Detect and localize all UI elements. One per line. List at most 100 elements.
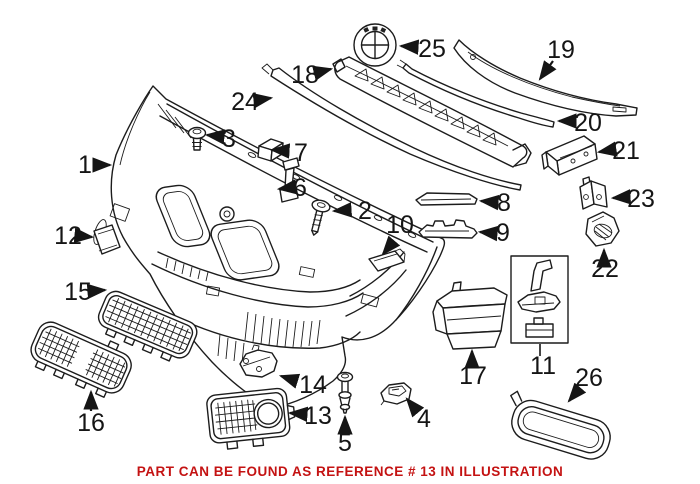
- callout-14-label: 14: [299, 371, 327, 399]
- callout-26: 26: [567, 364, 603, 403]
- callout-3: 3: [204, 125, 236, 153]
- callout-9-arrow: [477, 225, 499, 242]
- callout-16: 16: [77, 389, 105, 437]
- callout-18-label: 18: [291, 61, 319, 89]
- reference-note: PART CAN BE FOUND AS REFERENCE # 13 IN I…: [137, 464, 564, 479]
- grille-15-mesh: [105, 298, 191, 352]
- callout-11-label: 11: [530, 352, 556, 380]
- callout-4: 4: [405, 397, 431, 433]
- part-22-corner-cap-drawing: [585, 211, 620, 247]
- callout-14: 14: [278, 371, 327, 399]
- callout-3-label: 3: [222, 125, 236, 153]
- part-17-side-bracket-drawing: [432, 281, 508, 350]
- part-4-clip-drawing: [380, 382, 412, 406]
- callout-9: 9: [477, 219, 510, 247]
- grille-16-mesh: [38, 328, 126, 387]
- part-11-hardware-kit-drawing: [510, 255, 569, 344]
- part-20-trim-strip-drawing: [396, 59, 555, 128]
- callout-7-label: 7: [294, 139, 308, 167]
- intake-hatching: [165, 257, 321, 364]
- callout-15-arrow: [86, 283, 108, 300]
- part-21-crash-box-drawing: [541, 135, 598, 176]
- callout-26-arrow: [567, 382, 587, 403]
- callout-25: 25: [398, 35, 446, 63]
- part-3-rivet-drawing: [187, 126, 207, 151]
- callout-18: 18: [291, 61, 334, 89]
- callout-13-label: 13: [304, 402, 332, 430]
- callout-10-arrow: [381, 235, 401, 256]
- callout-15-label: 15: [64, 278, 92, 306]
- callout-20-label: 20: [574, 109, 602, 137]
- callout-10-label: 10: [386, 211, 414, 239]
- callout-18-arrow: [312, 65, 334, 81]
- callout-25-label: 25: [418, 35, 446, 63]
- callout-4-arrow: [405, 397, 425, 418]
- callout-16-label: 16: [77, 409, 105, 437]
- callout-19-label: 19: [547, 36, 575, 64]
- callout-23-arrow: [610, 189, 632, 205]
- callout-21: 21: [596, 137, 640, 165]
- part-13-fog-grille-drawing: [206, 387, 296, 450]
- bmw-roundel-icon: [353, 23, 397, 67]
- part-18-impact-absorber-drawing: [332, 56, 532, 168]
- callout-20: 20: [556, 109, 602, 137]
- callout-23-label: 23: [627, 185, 655, 213]
- callout-17: 17: [459, 348, 487, 390]
- part-8-molding-drawing: [415, 192, 478, 206]
- callout-6-label: 6: [293, 174, 307, 202]
- part-24-lower-strip-drawing: [261, 63, 522, 191]
- callout-14-arrow: [278, 373, 301, 389]
- part-23-mount-bracket-drawing: [579, 176, 608, 210]
- callout-21-label: 21: [612, 137, 640, 165]
- part-19-support-arm-drawing: [453, 39, 638, 117]
- part-5-expansion-rivet-drawing: [336, 371, 354, 414]
- callout-3-arrow: [204, 129, 226, 145]
- callouts: 1 2 3 4 5 6 7 8: [54, 35, 655, 457]
- callout-9-label: 9: [496, 219, 510, 247]
- callout-26-label: 26: [575, 364, 603, 392]
- callout-22: 22: [591, 247, 619, 283]
- callout-17-label: 17: [459, 362, 487, 390]
- callout-23: 23: [610, 185, 655, 213]
- callout-24-arrow: [252, 93, 274, 109]
- part-2-screw-drawing: [311, 199, 331, 236]
- absorber-lattice: [354, 68, 497, 146]
- callout-12-label: 12: [54, 222, 82, 250]
- part-16-lower-grille-drawing: [30, 321, 132, 398]
- grille-13-mesh: [215, 399, 258, 435]
- callout-1: 1: [78, 151, 113, 179]
- part-15-center-grille-drawing: [97, 290, 198, 362]
- callout-7-arrow: [269, 143, 291, 159]
- callout-2-label: 2: [358, 197, 372, 225]
- callout-2: 2: [331, 197, 372, 225]
- callout-24-label: 24: [231, 88, 259, 116]
- callout-1-label: 1: [78, 151, 92, 179]
- callout-22-label: 22: [591, 255, 619, 283]
- callout-19: 19: [538, 36, 575, 81]
- callout-12-arrow: [73, 227, 95, 244]
- callout-8-label: 8: [497, 189, 511, 217]
- callout-12: 12: [54, 222, 95, 250]
- callout-2-arrow: [331, 202, 353, 218]
- callout-4-label: 4: [417, 405, 431, 433]
- callout-6: 6: [276, 174, 307, 202]
- callout-13-arrow: [287, 406, 309, 423]
- callout-7: 7: [269, 139, 308, 167]
- callout-19-arrow: [538, 60, 557, 81]
- part-26-duct-bezel-drawing: [510, 390, 611, 460]
- part-9-clip-strip-drawing: [418, 219, 478, 239]
- callout-5-label: 5: [338, 429, 352, 457]
- callout-8: 8: [478, 189, 511, 217]
- callout-11: 11: [530, 344, 556, 380]
- part-14-fog-bracket-drawing: [239, 344, 278, 378]
- callout-10: 10: [381, 211, 414, 256]
- callout-15: 15: [64, 278, 108, 306]
- callout-24: 24: [231, 88, 274, 116]
- callout-25-arrow: [398, 39, 420, 55]
- callout-5: 5: [337, 414, 353, 457]
- callout-8-arrow: [478, 194, 500, 211]
- callout-21-arrow: [596, 141, 618, 157]
- part-12-tow-cover-drawing: [93, 224, 121, 255]
